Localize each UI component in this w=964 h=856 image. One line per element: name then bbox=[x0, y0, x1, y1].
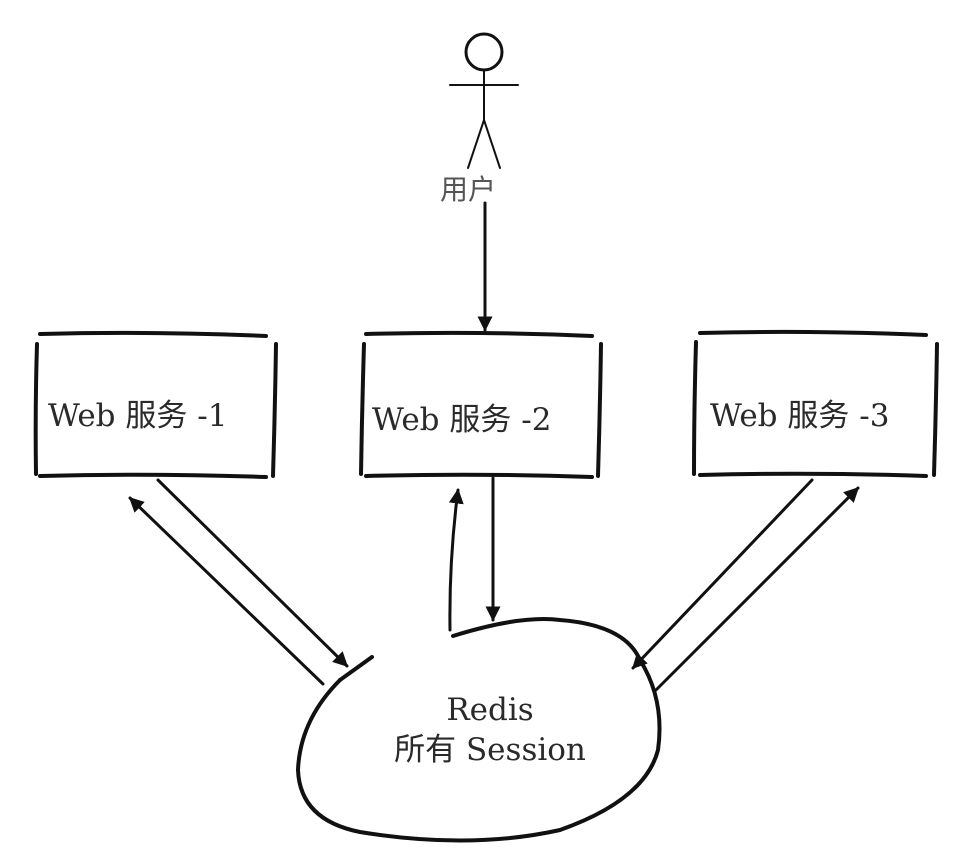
web-server-1-box bbox=[33, 330, 278, 479]
arrow-redis-to-web1 bbox=[128, 496, 325, 686]
redis-store-shape bbox=[296, 617, 662, 843]
arrow-web1-to-redis bbox=[156, 478, 349, 668]
web-server-1-label: Web 服务 -1 bbox=[48, 398, 228, 434]
redis-label-group: Redis 所有 Session bbox=[370, 690, 610, 770]
actor-leg-left bbox=[467, 119, 485, 169]
web-server-2-box bbox=[359, 330, 603, 479]
redis-subtitle: 所有 Session bbox=[394, 732, 586, 768]
user-label: 用户 bbox=[440, 173, 497, 206]
redis-gap-left bbox=[338, 655, 374, 682]
arrow-redis-to-web2 bbox=[448, 488, 464, 632]
web-server-3-label: Web 服务 -3 bbox=[710, 398, 890, 434]
redis-title: Redis bbox=[446, 692, 534, 728]
web-server-3-box bbox=[692, 329, 939, 478]
arrow-redis-to-web3 bbox=[654, 486, 860, 692]
actor-leg-right bbox=[483, 119, 501, 169]
user-actor-icon bbox=[449, 32, 519, 169]
web-server-2-label: Web 服务 -2 bbox=[372, 402, 552, 438]
arrow-web3-to-redis bbox=[631, 478, 814, 670]
actor-head bbox=[464, 32, 504, 72]
